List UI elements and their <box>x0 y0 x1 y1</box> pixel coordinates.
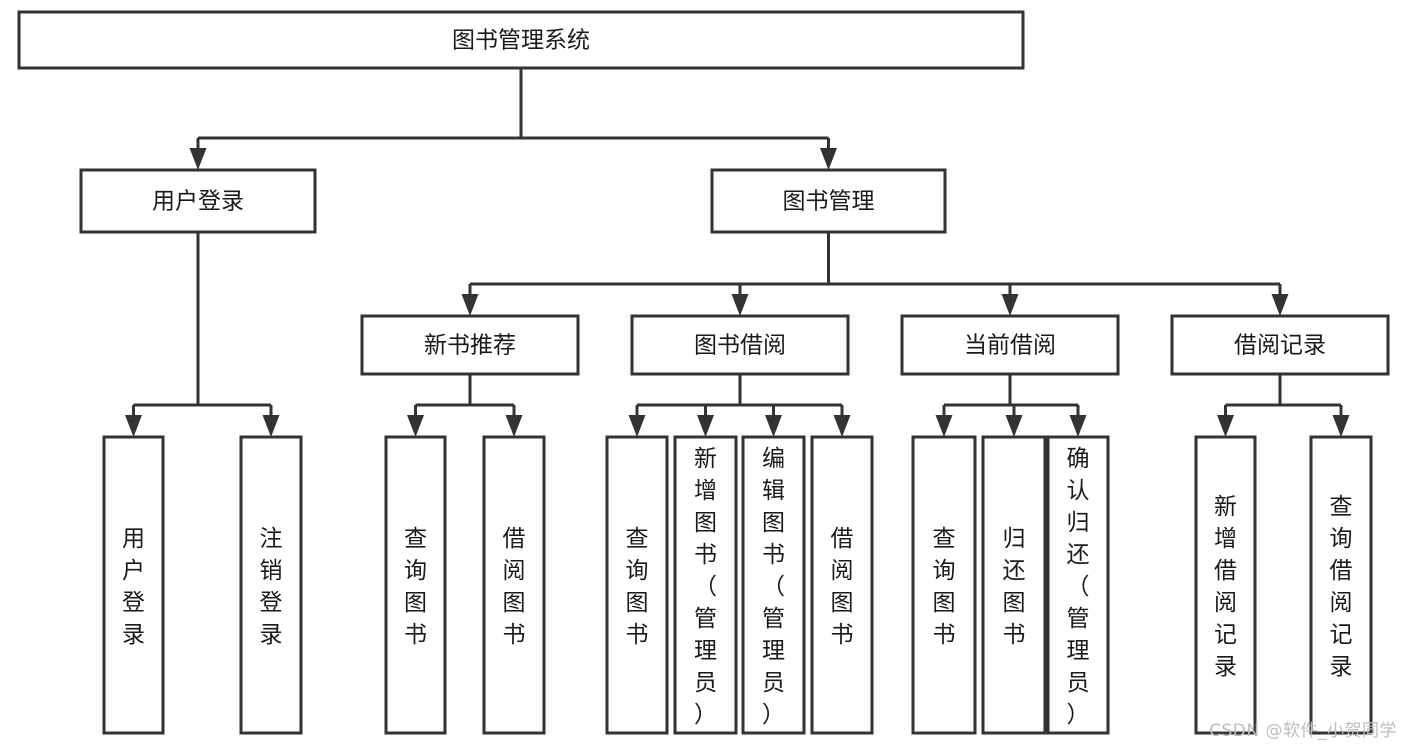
connector-arrowhead <box>765 415 782 437</box>
connector-arrowhead <box>1069 415 1087 437</box>
node-label: 确认归还（管理员） <box>1067 446 1090 728</box>
node-label: 用户登录 <box>122 526 145 648</box>
connector-arrowhead <box>628 415 646 437</box>
node-leaf-user-login[interactable]: 用户登录 <box>102 435 165 735</box>
node-label: 图书管理系统 <box>452 28 590 54</box>
node-label: 查询图书 <box>626 526 649 648</box>
node-layer: 图书管理系统用户登录图书管理新书推荐图书借阅当前借阅借阅记录用户登录注销登录查询… <box>17 10 1390 735</box>
connector-arrowhead <box>1217 415 1234 437</box>
connector-arrowhead <box>407 415 424 437</box>
node-box <box>741 435 806 735</box>
node-box <box>482 435 546 735</box>
node-label: 借阅图书 <box>831 526 854 648</box>
connector-arrowhead <box>935 415 953 437</box>
connector-arrowhead <box>505 415 523 437</box>
connector-arrowhead <box>461 294 479 316</box>
connector-arrowhead <box>1271 294 1289 316</box>
node-box <box>1170 314 1390 376</box>
node-leaf-add-book[interactable]: 新增图书（管理员） <box>673 435 738 735</box>
connector-arrowhead <box>1005 415 1023 437</box>
node-box <box>384 435 447 735</box>
node-box <box>911 435 977 735</box>
node-label: 新增借阅记录 <box>1214 494 1237 680</box>
node-label: 借阅记录 <box>1234 333 1326 359</box>
connector-arrowhead <box>125 415 142 437</box>
node-box <box>710 168 947 234</box>
connector-arrowhead <box>820 148 837 170</box>
node-label: 图书管理 <box>783 189 875 215</box>
node-leaf-query-book-3[interactable]: 查询图书 <box>911 435 977 735</box>
node-user-login[interactable]: 用户登录 <box>79 168 317 234</box>
node-book-mgmt[interactable]: 图书管理 <box>710 168 947 234</box>
node-leaf-borrow-book-2[interactable]: 借阅图书 <box>810 435 874 735</box>
node-label: 图书借阅 <box>694 333 786 359</box>
node-box <box>900 314 1120 376</box>
node-box <box>1309 435 1373 735</box>
node-box <box>360 314 580 376</box>
node-label: 查询图书 <box>933 526 956 648</box>
node-box <box>17 10 1025 70</box>
node-leaf-return-book[interactable]: 归还图书 <box>981 435 1047 735</box>
node-label: 编辑图书（管理员） <box>762 446 785 728</box>
connector-arrowhead <box>833 415 851 437</box>
node-label: 借阅图书 <box>503 526 526 648</box>
node-box <box>605 435 669 735</box>
node-leaf-query-book-1[interactable]: 查询图书 <box>384 435 447 735</box>
node-box <box>630 314 850 376</box>
node-label: 查询借阅记录 <box>1330 494 1353 680</box>
node-label: 新书推荐 <box>424 333 516 359</box>
node-root[interactable]: 图书管理系统 <box>17 10 1025 70</box>
node-label: 新增图书（管理员） <box>694 446 717 728</box>
node-new-book-rec[interactable]: 新书推荐 <box>360 314 580 376</box>
node-book-borrow[interactable]: 图书借阅 <box>630 314 850 376</box>
node-label: 用户登录 <box>152 189 244 215</box>
node-label: 查询图书 <box>404 526 427 648</box>
connector-arrowhead <box>262 415 280 437</box>
node-label: 当前借阅 <box>964 333 1056 359</box>
node-leaf-add-record[interactable]: 新增借阅记录 <box>1194 435 1257 735</box>
node-leaf-confirm-return[interactable]: 确认归还（管理员） <box>1046 435 1110 735</box>
node-leaf-query-book-2[interactable]: 查询图书 <box>605 435 669 735</box>
node-label: 归还图书 <box>1003 526 1026 648</box>
node-current-borrow[interactable]: 当前借阅 <box>900 314 1120 376</box>
connector-arrowhead <box>1001 294 1019 316</box>
node-leaf-logout[interactable]: 注销登录 <box>239 435 303 735</box>
connector-arrowhead <box>697 415 714 437</box>
node-leaf-query-record[interactable]: 查询借阅记录 <box>1309 435 1373 735</box>
node-box <box>1194 435 1257 735</box>
node-leaf-borrow-book-1[interactable]: 借阅图书 <box>482 435 546 735</box>
connector-arrowhead <box>189 148 207 170</box>
connector-arrowhead <box>731 294 749 316</box>
connector-arrowhead <box>1332 415 1350 437</box>
node-box <box>673 435 738 735</box>
node-box <box>810 435 874 735</box>
connector-layer <box>125 68 1350 437</box>
node-box <box>1046 435 1110 735</box>
node-box <box>981 435 1047 735</box>
node-label: 注销登录 <box>260 526 283 648</box>
node-borrow-record[interactable]: 借阅记录 <box>1170 314 1390 376</box>
node-box <box>102 435 165 735</box>
node-leaf-edit-book[interactable]: 编辑图书（管理员） <box>741 435 806 735</box>
node-box <box>239 435 303 735</box>
node-box <box>79 168 317 234</box>
